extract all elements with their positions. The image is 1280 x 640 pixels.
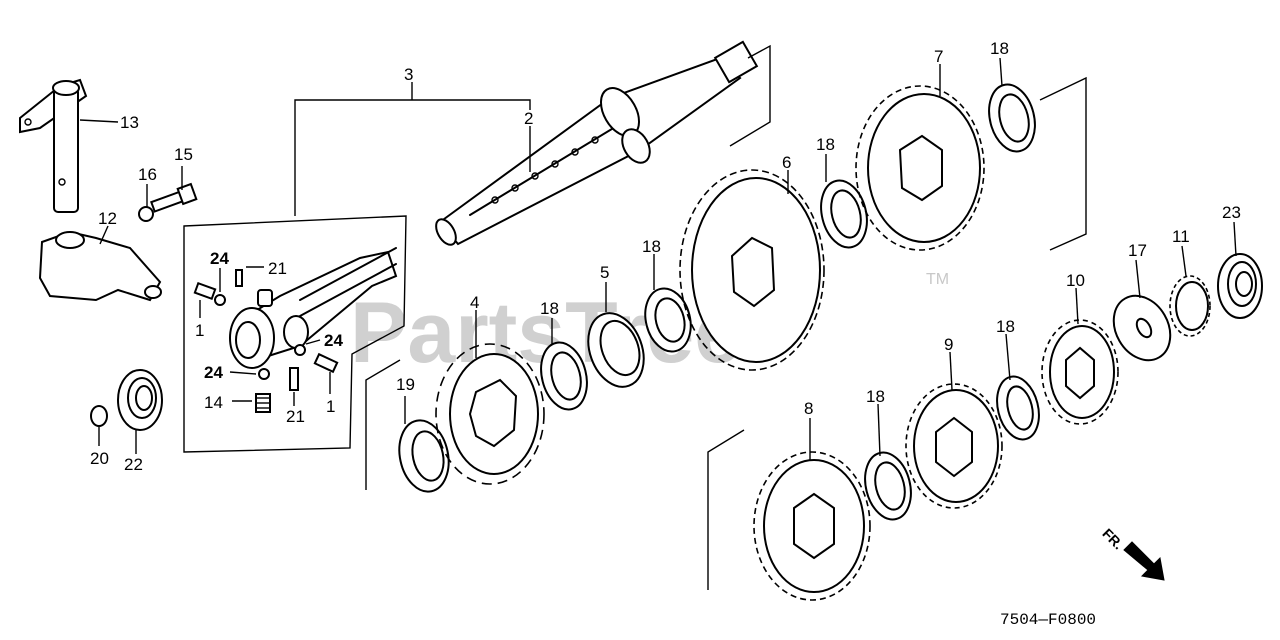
leader-lines	[79, 57, 1237, 460]
callout-18-e[interactable]: 18	[996, 317, 1015, 336]
callout-21-b[interactable]: 21	[286, 407, 305, 426]
washer-part-18c[interactable]	[814, 176, 873, 253]
callout-24-a[interactable]: 24	[210, 249, 229, 268]
washer-part-18b[interactable]	[639, 284, 697, 357]
callout-22[interactable]: 22	[124, 455, 143, 474]
callout-labels: 3 2 13 16 15 12 24 21 1 24 24 14 21 1 20…	[90, 39, 1241, 474]
circlip-part-20[interactable]	[90, 405, 108, 427]
callout-7[interactable]: 7	[934, 47, 943, 66]
front-direction-label: FR.	[1099, 525, 1126, 552]
diagram-code: 7504—F0800	[1000, 611, 1096, 629]
callout-19[interactable]: 19	[396, 375, 415, 394]
callout-18-b[interactable]: 18	[642, 237, 661, 256]
arrow-down-right-icon	[1123, 541, 1165, 581]
washer-part-18a[interactable]	[534, 338, 593, 415]
spring-part-14[interactable]	[255, 393, 271, 413]
gear-part-7[interactable]	[855, 85, 985, 251]
gear-part-9[interactable]	[905, 383, 1003, 509]
shaft-part-2[interactable]	[432, 40, 759, 248]
shift-fork-part-12[interactable]	[38, 230, 162, 302]
callout-24-b[interactable]: 24	[324, 331, 343, 350]
sprocket-part-4[interactable]	[435, 343, 545, 485]
callout-17[interactable]: 17	[1128, 241, 1147, 260]
washer-part-18f[interactable]	[858, 448, 917, 525]
callout-14[interactable]: 14	[204, 393, 223, 412]
ball-part-24c[interactable]	[258, 368, 270, 380]
spring-part-1b[interactable]	[313, 352, 339, 374]
callout-13[interactable]: 13	[120, 113, 139, 132]
callout-18-c[interactable]: 18	[816, 135, 835, 154]
callout-18-f[interactable]: 18	[866, 387, 885, 406]
callout-10[interactable]: 10	[1066, 271, 1085, 290]
bracket-18d	[1039, 76, 1087, 251]
callout-11[interactable]: 11	[1172, 227, 1190, 246]
gear-part-11[interactable]	[1169, 275, 1211, 337]
washer-part-17[interactable]	[1102, 286, 1181, 371]
nut-part-16[interactable]	[138, 206, 154, 222]
collar-part-5[interactable]	[579, 305, 654, 394]
washer-part-19[interactable]	[393, 416, 455, 496]
callout-15[interactable]: 15	[174, 145, 193, 164]
callout-20[interactable]: 20	[90, 449, 109, 468]
callout-9[interactable]: 9	[944, 335, 953, 354]
pin-part-21a[interactable]	[235, 269, 243, 287]
callout-5[interactable]: 5	[600, 263, 609, 282]
watermark-trademark: TM	[926, 271, 949, 288]
callout-6[interactable]: 6	[782, 153, 791, 172]
bracket-19	[365, 359, 401, 490]
callout-24-c[interactable]: 24	[204, 363, 223, 382]
callout-1-a[interactable]: 1	[195, 321, 204, 340]
pin-part-21b[interactable]	[289, 367, 299, 391]
bearing-part-22[interactable]	[117, 369, 163, 431]
spring-part-1a[interactable]	[193, 281, 217, 301]
shift-arm-part-13[interactable]	[19, 78, 88, 213]
gear-part-6[interactable]	[679, 169, 825, 371]
callout-8[interactable]: 8	[804, 399, 813, 418]
callout-23[interactable]: 23	[1222, 203, 1241, 222]
shift-drum-box	[183, 215, 407, 453]
callout-3[interactable]: 3	[404, 65, 413, 84]
gear-part-8[interactable]	[753, 451, 871, 601]
callout-16[interactable]: 16	[138, 165, 157, 184]
gear-part-10[interactable]	[1041, 319, 1119, 425]
callout-1-b[interactable]: 1	[326, 397, 335, 416]
callout-12[interactable]: 12	[98, 209, 117, 228]
bracket-2-end	[729, 44, 771, 147]
callout-2[interactable]: 2	[524, 109, 533, 128]
callout-18-d[interactable]: 18	[990, 39, 1009, 58]
washer-part-18e[interactable]	[991, 372, 1045, 444]
bearing-part-23[interactable]	[1217, 253, 1263, 319]
callout-4[interactable]: 4	[470, 293, 479, 312]
ball-part-24a[interactable]	[214, 294, 226, 306]
washer-part-18d[interactable]	[982, 80, 1041, 157]
callout-18-a[interactable]: 18	[540, 299, 559, 318]
callout-21-a[interactable]: 21	[268, 259, 287, 278]
bracket-8	[707, 429, 745, 590]
shift-drum-assembly[interactable]	[229, 247, 398, 369]
bolt-part-15[interactable]	[150, 182, 198, 213]
ball-part-24b[interactable]	[294, 344, 306, 356]
front-direction-indicator: FR.	[1099, 525, 1165, 581]
